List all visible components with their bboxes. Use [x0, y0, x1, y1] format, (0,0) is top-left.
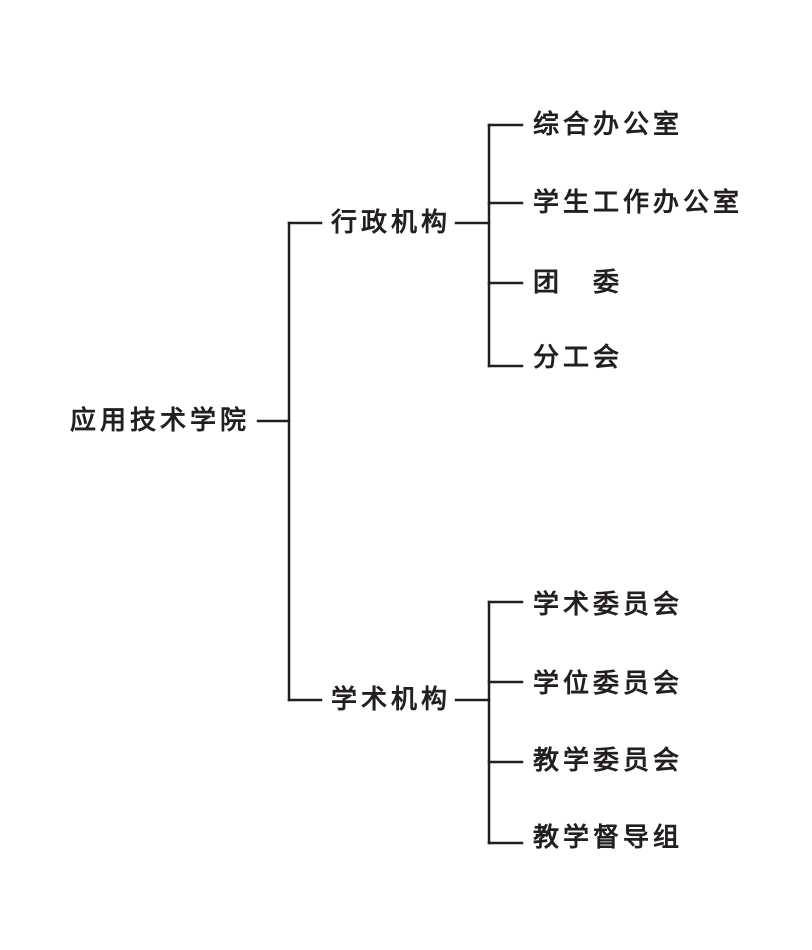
root-node: 应用技术学院	[70, 406, 251, 436]
leaf-node: 教学督导组	[533, 823, 684, 853]
leaf-node: 学生工作办公室	[533, 188, 744, 218]
branch-node-academic: 学术机构	[331, 685, 452, 715]
leaf-node: 分工会	[533, 343, 624, 373]
leaf-node: 团 委	[533, 268, 624, 298]
leaf-node: 学术委员会	[533, 590, 684, 620]
leaf-node: 学位委员会	[533, 669, 684, 699]
branch-node-admin: 行政机构	[331, 208, 452, 238]
leaf-node: 综合办公室	[533, 110, 684, 140]
leaf-node: 教学委员会	[533, 746, 684, 776]
